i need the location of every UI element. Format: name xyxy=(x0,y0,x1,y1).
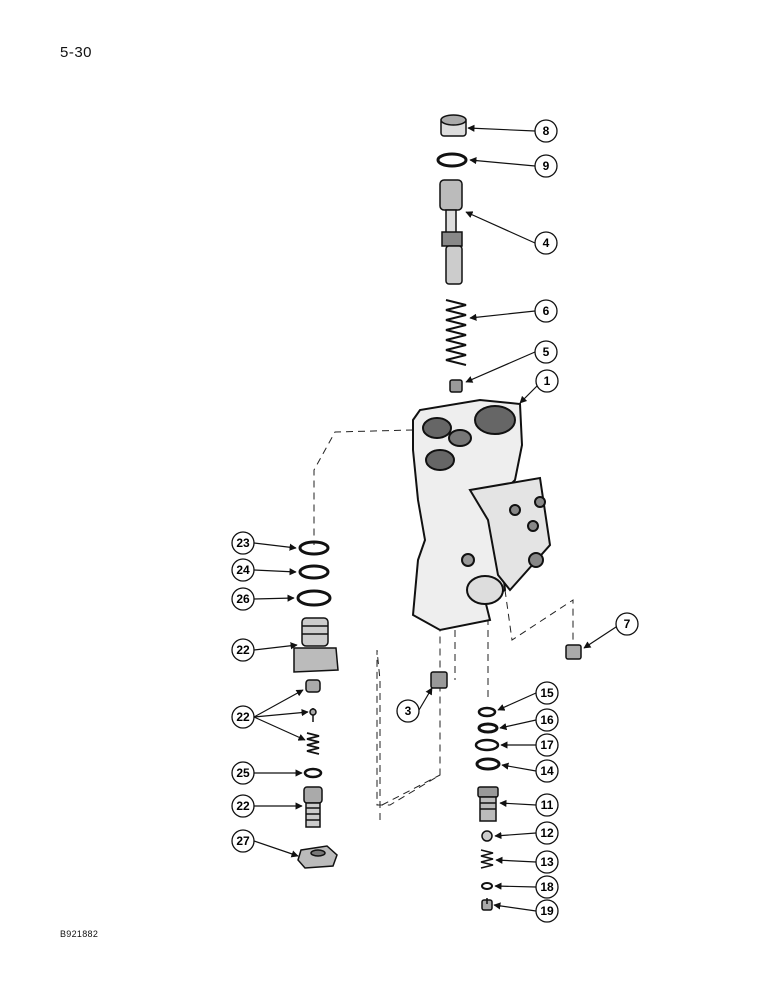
callout-label: 6 xyxy=(543,304,550,318)
callout-label: 25 xyxy=(236,766,250,780)
callout-19: 19 xyxy=(535,899,559,923)
callout-24: 24 xyxy=(231,558,255,582)
assembly-guide-lines xyxy=(313,429,574,820)
part-nut-27 xyxy=(297,845,338,869)
part-pin xyxy=(309,708,317,722)
callout-label: 19 xyxy=(540,904,554,918)
callout-25: 25 xyxy=(231,761,255,785)
page-number: 5-30 xyxy=(60,44,93,61)
callout-label: 22 xyxy=(236,643,250,657)
part-oring-9 xyxy=(436,152,468,168)
part-valve-body xyxy=(411,398,552,632)
callout-label: 27 xyxy=(236,834,250,848)
figure-code: B921882 xyxy=(60,929,99,939)
callout-3: 3 xyxy=(396,699,420,723)
callout-13: 13 xyxy=(535,850,559,874)
callout-22-housing: 22 xyxy=(231,638,255,662)
part-oring-15 xyxy=(477,706,497,718)
callout-label: 16 xyxy=(540,713,554,727)
callout-label: 18 xyxy=(540,880,554,894)
callout-9: 9 xyxy=(534,154,558,178)
part-oring-17 xyxy=(474,738,500,752)
part-oring-23 xyxy=(298,540,330,556)
part-plug-3 xyxy=(430,671,448,689)
callout-label: 8 xyxy=(543,124,550,138)
callout-7: 7 xyxy=(615,612,639,636)
part-spring-13 xyxy=(480,849,494,869)
part-poppet xyxy=(305,679,321,693)
callout-label: 5 xyxy=(543,345,550,359)
callout-label: 13 xyxy=(540,855,554,869)
part-oring-25 xyxy=(303,767,323,779)
callout-14: 14 xyxy=(535,759,559,783)
callout-23: 23 xyxy=(231,531,255,555)
callout-label: 4 xyxy=(543,236,550,250)
callout-12: 12 xyxy=(535,821,559,845)
callout-label: 22 xyxy=(236,799,250,813)
callout-label: 7 xyxy=(624,617,631,631)
callout-27: 27 xyxy=(231,829,255,853)
callout-5: 5 xyxy=(534,340,558,364)
part-plug-7 xyxy=(565,644,582,660)
part-oring-24 xyxy=(298,564,330,580)
part-small-plug-5 xyxy=(449,379,463,393)
part-oring-16 xyxy=(477,722,499,734)
callout-label: 15 xyxy=(540,686,554,700)
leader-lines xyxy=(253,124,617,912)
callout-label: 14 xyxy=(540,764,554,778)
callout-label: 23 xyxy=(236,536,250,550)
callout-label: 12 xyxy=(540,826,554,840)
part-ball-12 xyxy=(481,830,493,842)
callout-label: 9 xyxy=(543,159,550,173)
part-oring-14 xyxy=(475,757,501,771)
part-relief-housing xyxy=(293,617,339,673)
part-spring-22 xyxy=(306,732,320,755)
part-spring-6 xyxy=(445,299,467,366)
callout-8: 8 xyxy=(534,119,558,143)
callout-6: 6 xyxy=(534,299,558,323)
callout-label: 22 xyxy=(236,710,250,724)
callout-label: 3 xyxy=(405,704,412,718)
callout-label: 17 xyxy=(540,738,554,752)
part-spool xyxy=(439,179,463,285)
callout-26: 26 xyxy=(231,587,255,611)
callout-16: 16 xyxy=(535,708,559,732)
callout-1: 1 xyxy=(535,369,559,393)
callout-18: 18 xyxy=(535,875,559,899)
callout-15: 15 xyxy=(535,681,559,705)
callout-4: 4 xyxy=(534,231,558,255)
callout-label: 24 xyxy=(236,563,250,577)
callout-label: 11 xyxy=(541,798,554,812)
part-screw-19 xyxy=(481,898,493,911)
callout-22-internals: 22 xyxy=(231,705,255,729)
callout-17: 17 xyxy=(535,733,559,757)
part-washer-18 xyxy=(481,882,493,890)
callout-label: 1 xyxy=(544,374,551,388)
callout-22-screw: 22 xyxy=(231,794,255,818)
callout-11: 11 xyxy=(535,793,559,817)
callout-label: 26 xyxy=(236,592,250,606)
part-plug xyxy=(440,114,467,137)
part-fitting-11 xyxy=(477,786,499,822)
part-adjusting-screw xyxy=(303,786,323,828)
part-oring-26 xyxy=(296,589,332,607)
